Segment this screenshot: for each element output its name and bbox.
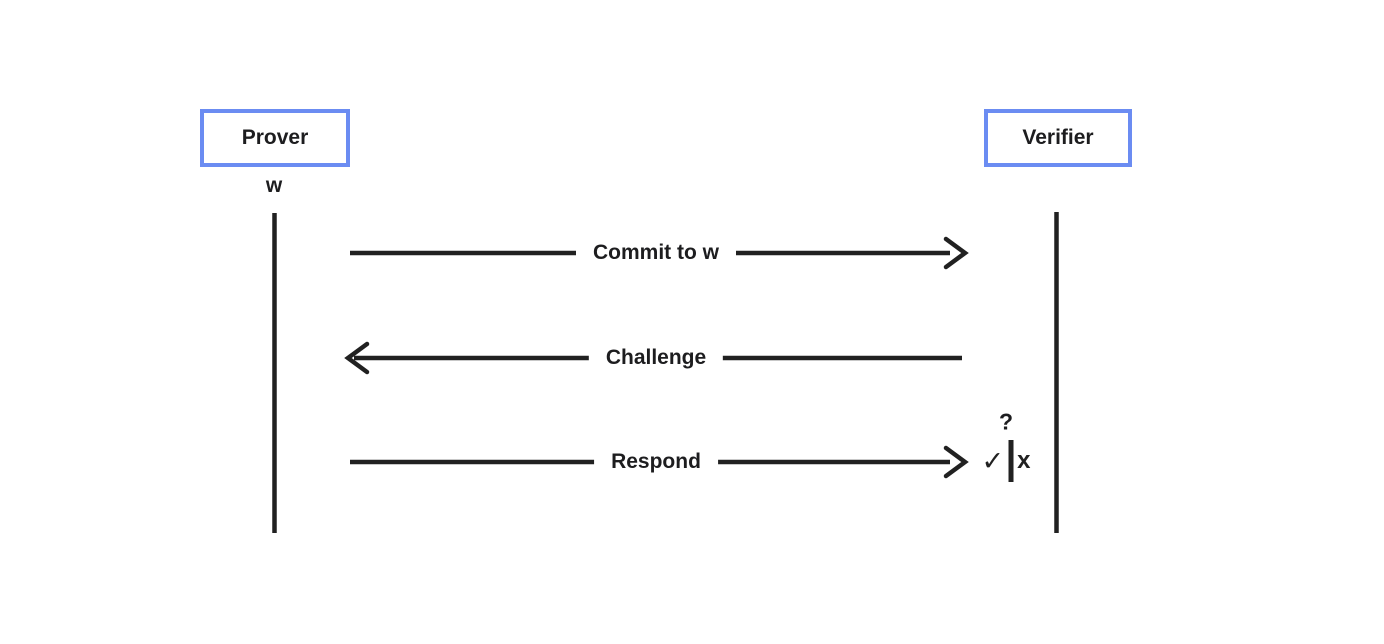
verdict-divider-bar xyxy=(1008,440,1014,482)
message-label-respond: Respond xyxy=(594,450,718,474)
prover-label: Prover xyxy=(241,126,309,149)
verifier-box: Verifier xyxy=(984,109,1132,167)
message-label-challenge: Challenge xyxy=(588,346,724,370)
prover-box: Prover xyxy=(200,109,350,167)
prover-secret-label: w xyxy=(265,174,283,197)
commit-arrowhead-right-icon xyxy=(943,236,969,270)
verifier-label: Verifier xyxy=(1022,126,1094,149)
message-label-commit: Commit to w xyxy=(576,241,736,265)
respond-arrowhead-right-icon xyxy=(943,445,969,479)
verdict-group: ✓ x xyxy=(981,440,1031,482)
reject-x-icon: x xyxy=(1017,447,1031,474)
challenge-arrowhead-left-icon xyxy=(344,341,370,375)
checkmark-icon: ✓ xyxy=(981,445,1005,476)
verdict-question-mark: ? xyxy=(998,408,1014,435)
